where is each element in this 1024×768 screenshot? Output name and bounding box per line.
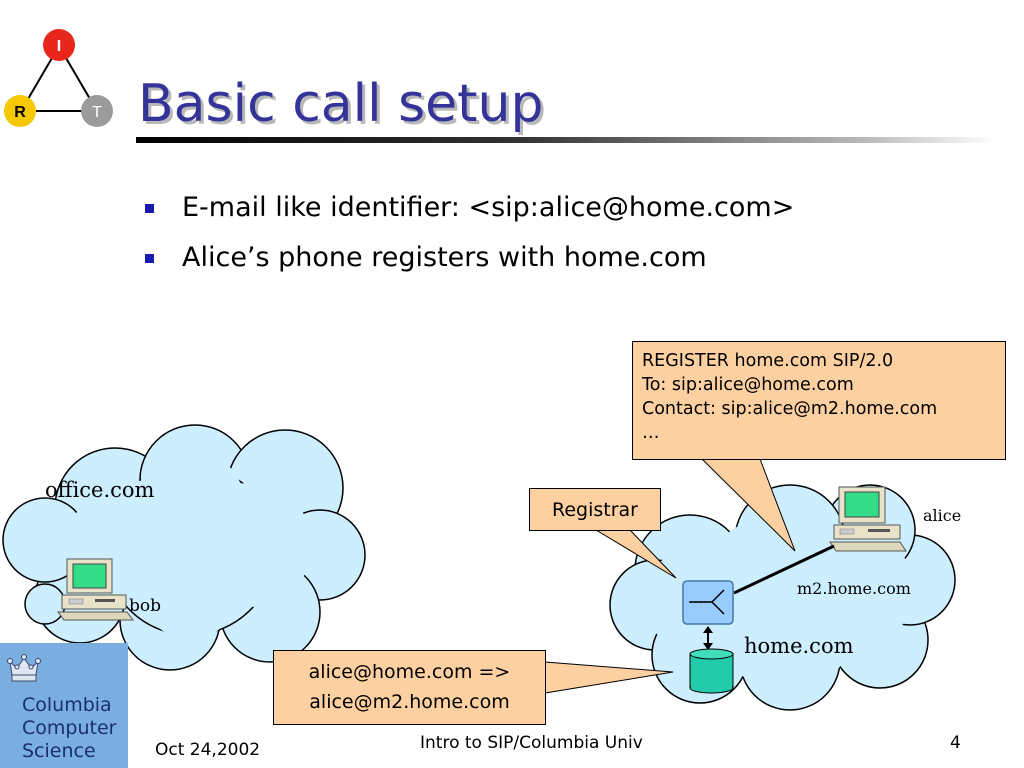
- bullet-text: Alice’s phone registers with home.com: [182, 242, 707, 273]
- irt-logo: I R T: [4, 29, 113, 127]
- register-line: REGISTER home.com SIP/2.0: [642, 351, 894, 371]
- footer-date: Oct 24,2002: [155, 740, 261, 760]
- registrar-server-icon: [682, 580, 734, 625]
- alice-link-line: [733, 544, 835, 595]
- register-line: To: sip:alice@home.com: [642, 375, 854, 395]
- irt-r-letter: R: [14, 104, 26, 121]
- bullet-text: E-mail like identifier: <sip:alice@home.…: [182, 192, 795, 223]
- irt-r-circle: [4, 95, 36, 127]
- mapping-line: alice@m2.home.com: [309, 691, 510, 713]
- office-cloud-puff: [24, 583, 66, 625]
- footer-title: Intro to SIP/Columbia Univ: [420, 733, 643, 753]
- logo-line: Columbia: [22, 694, 112, 716]
- slide-title: Basic call setup: [138, 74, 544, 134]
- bullet-list: E-mail like identifier: <sip:alice@home.…: [145, 188, 794, 288]
- bullet-square-icon: [145, 204, 154, 213]
- bullet-square-icon: [145, 254, 154, 263]
- registrar-label: Registrar: [552, 498, 638, 521]
- irt-t-circle: [81, 95, 113, 127]
- alice-computer-icon: [829, 486, 907, 552]
- register-message-callout: REGISTER home.com SIP/2.0 To: sip:alice@…: [632, 341, 1006, 460]
- logo-line: Science: [22, 740, 96, 762]
- irt-t-letter: T: [92, 104, 102, 121]
- alice-label: alice: [923, 506, 962, 525]
- register-line: Contact: sip:alice@m2.home.com: [642, 399, 938, 419]
- bullet-item: E-mail like identifier: <sip:alice@home.…: [145, 188, 794, 238]
- office-domain-label: office.com: [45, 478, 155, 502]
- logo-line: Computer: [22, 717, 117, 739]
- columbia-logo-text: Columbia Computer Science: [22, 694, 116, 763]
- home-domain-label: home.com: [744, 634, 854, 658]
- database-mapping-callout: alice@home.com => alice@m2.home.com: [273, 650, 546, 725]
- registrar-callout: Registrar: [529, 488, 661, 531]
- page-number: 4: [950, 733, 961, 753]
- server-db-arrow: [703, 626, 713, 650]
- irt-i-letter: I: [57, 38, 61, 55]
- bullet-item: Alice’s phone registers with home.com: [145, 238, 794, 288]
- bob-label: bob: [129, 596, 161, 616]
- register-line: …: [642, 423, 660, 443]
- title-underline: [136, 137, 996, 143]
- irt-i-circle: [43, 29, 75, 61]
- mapping-line: alice@home.com =>: [308, 661, 511, 683]
- alice-host-label: m2.home.com: [797, 579, 911, 598]
- bob-computer-icon: [57, 558, 134, 621]
- location-database-icon: [689, 648, 734, 694]
- crown-icon: [7, 654, 41, 682]
